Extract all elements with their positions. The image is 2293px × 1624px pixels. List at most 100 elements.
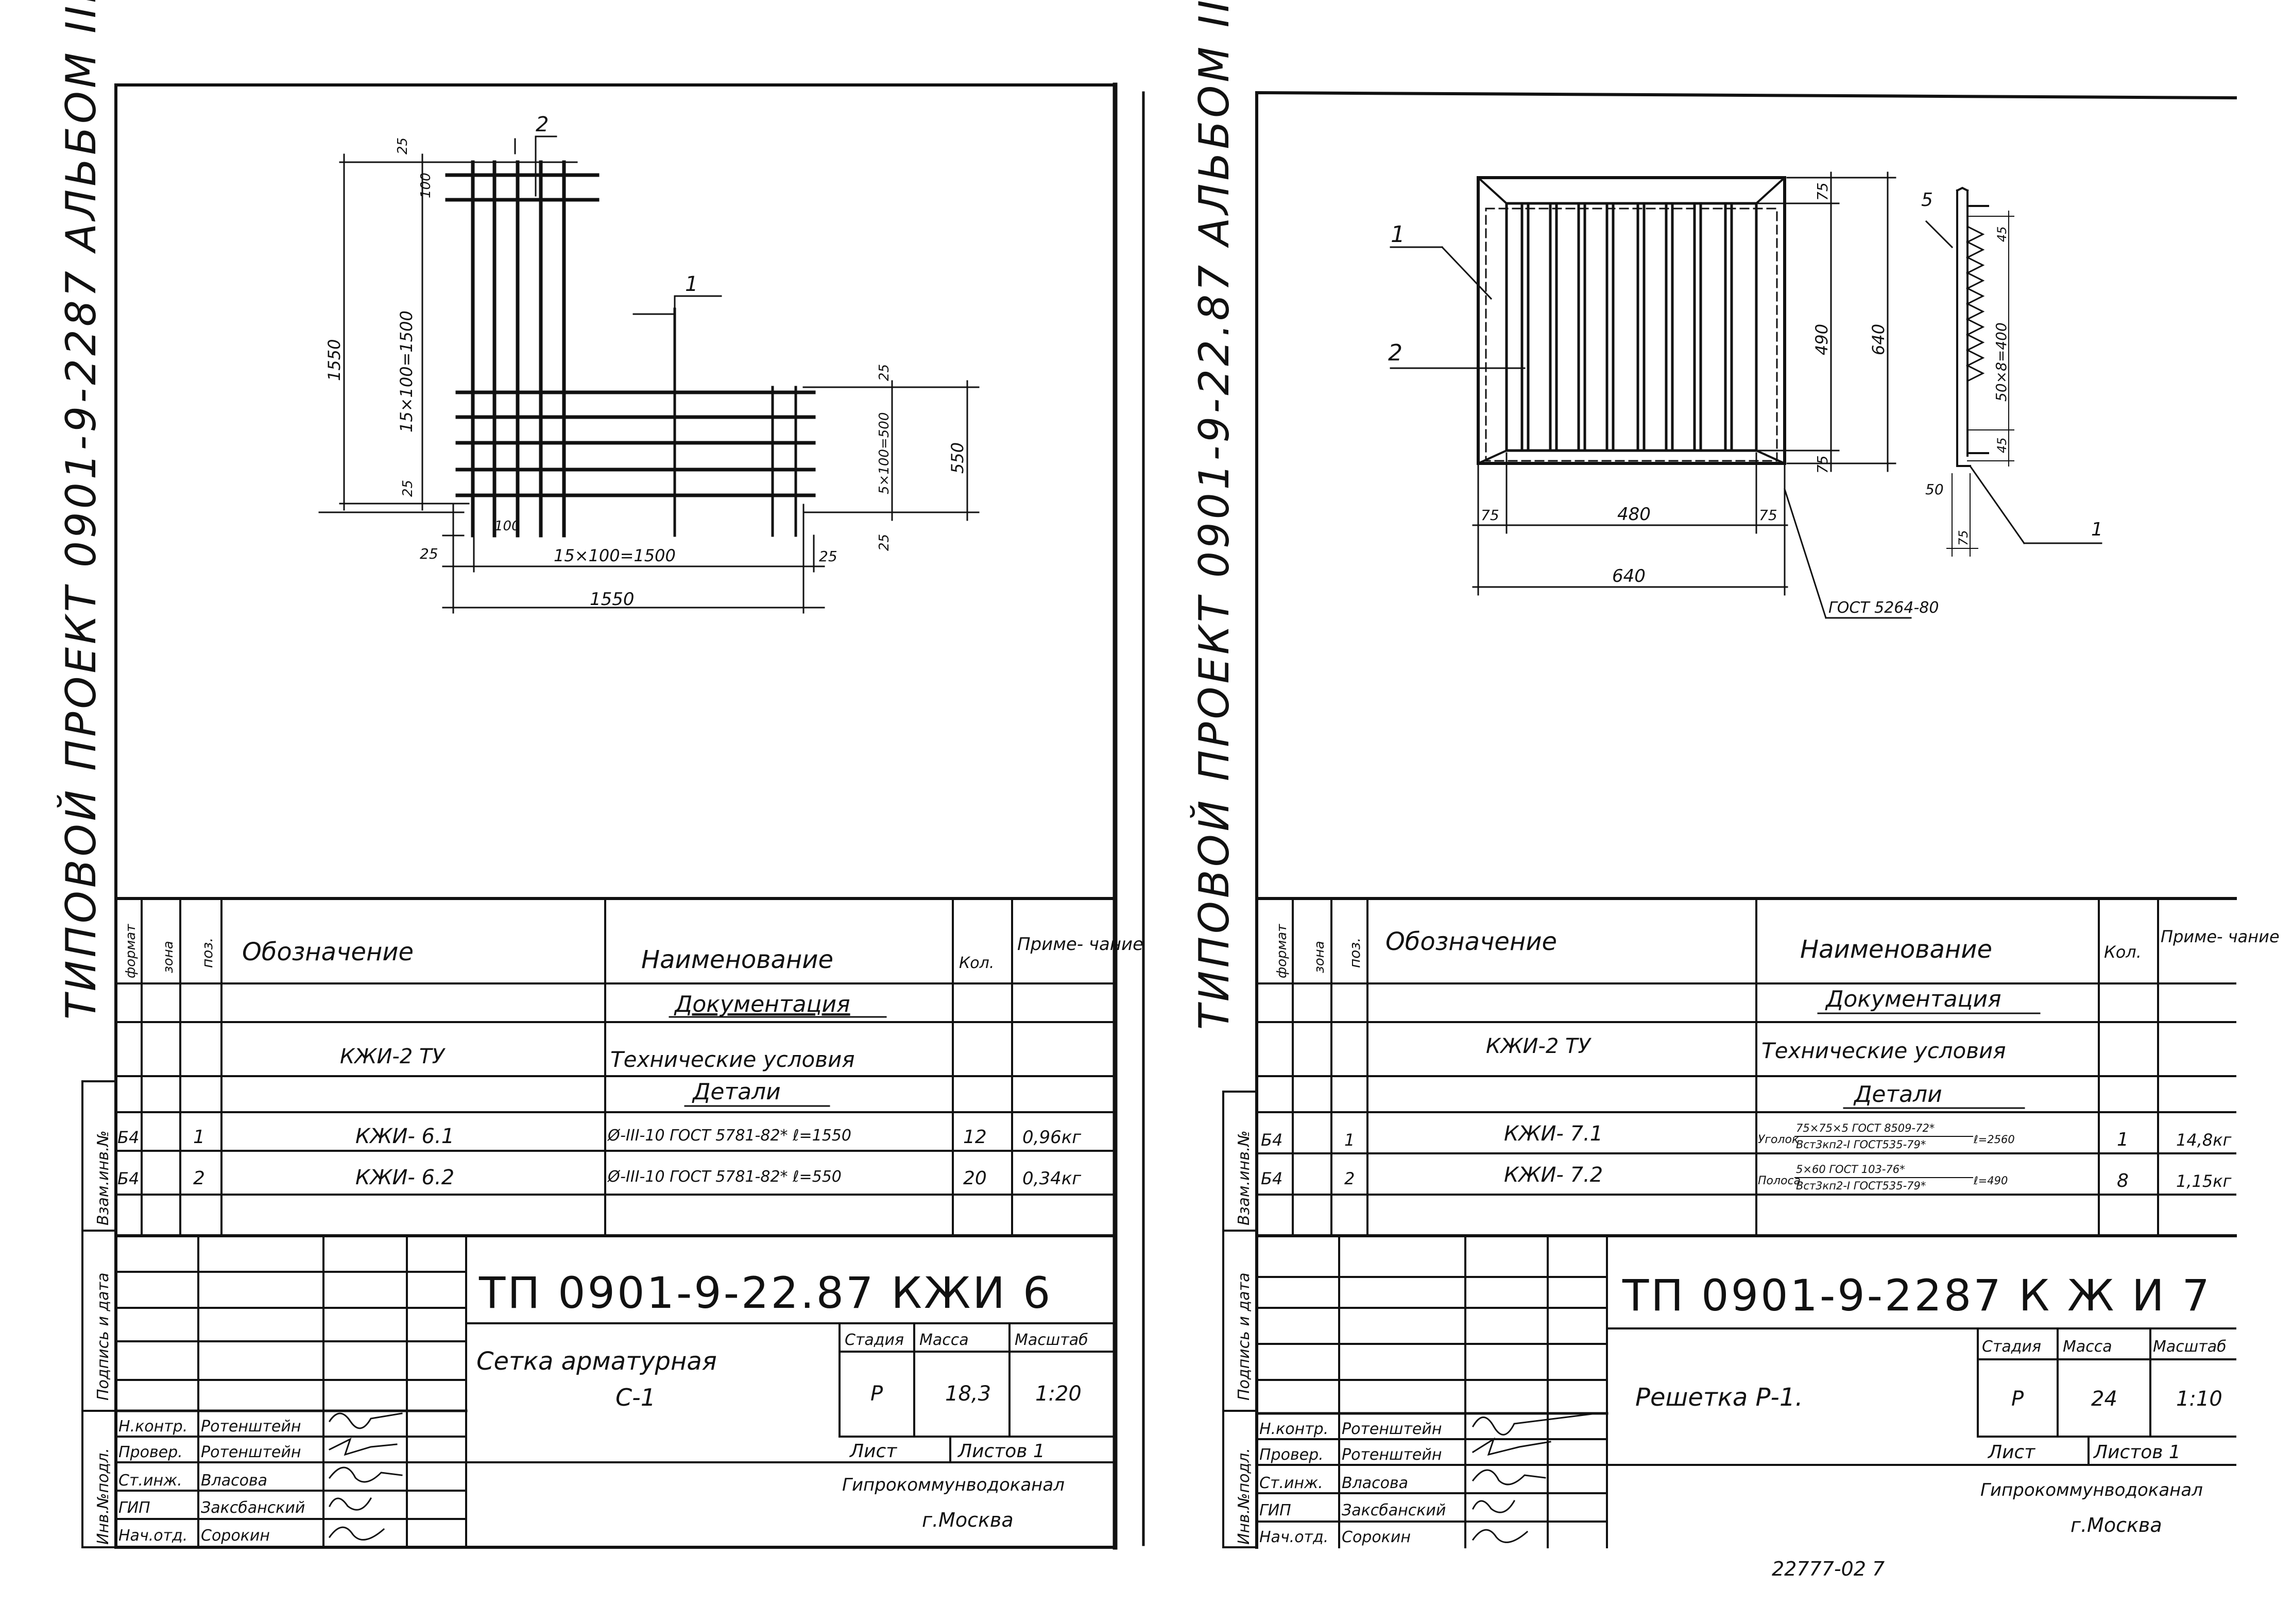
svg-text:ГИП: ГИП xyxy=(118,1499,150,1517)
grate-d75l: 75 xyxy=(1481,507,1499,524)
right-doc-code: ТП 0901-9-2287 К Ж И 7 xyxy=(1622,1270,2212,1321)
left-h-format: формат xyxy=(123,924,139,978)
mesh-d-horiz: 15×100=1500 xyxy=(554,546,676,565)
mesh-pos2: 2 xyxy=(536,113,549,136)
right-sig-1 xyxy=(1471,1412,1598,1436)
left-side-sign: Подпись и дата xyxy=(94,1273,112,1401)
left-h-zone: зона xyxy=(161,941,176,973)
left-side-replace: Взам.инв.№ xyxy=(94,1130,112,1225)
left-h-note: Приме- чание xyxy=(1017,934,1143,955)
grate-d75b: 75 xyxy=(1814,455,1831,474)
left-h-name: Наименование xyxy=(641,945,833,974)
mesh-d100b: 100 xyxy=(494,519,520,534)
mesh-dimensions xyxy=(318,135,980,614)
right-scale-h: Масштаб xyxy=(2153,1338,2227,1356)
mesh-d550: 550 xyxy=(948,442,967,474)
svg-text:Ротенштейн: Ротенштейн xyxy=(201,1443,301,1461)
left-sig-4 xyxy=(328,1497,372,1511)
right-side-replace: Взам.инв.№ xyxy=(1235,1130,1253,1225)
svg-text:ℓ=2560: ℓ=2560 xyxy=(1973,1133,2015,1146)
left-spec-table xyxy=(114,897,1117,1237)
svg-text:5×60 ГОСТ 103-76*: 5×60 ГОСТ 103-76* xyxy=(1796,1163,1905,1176)
grate-d640v: 640 xyxy=(1869,324,1888,355)
section-d50: 50 xyxy=(1925,481,1944,498)
svg-text:Заксбанский: Заксбанский xyxy=(201,1499,305,1517)
right-tu-name: Технические условия xyxy=(1761,1038,2006,1063)
left-org: Гипрокоммунводоканал xyxy=(842,1475,1065,1495)
svg-text:Уголок: Уголок xyxy=(1758,1133,1799,1146)
grate-d490v: 490 xyxy=(1812,324,1832,355)
right-sheets-label: Листов 1 xyxy=(2093,1442,2181,1463)
svg-text:Полоса: Полоса xyxy=(1758,1174,1801,1187)
mesh-top-bars xyxy=(445,173,600,202)
right-org: Гипрокоммунводоканал xyxy=(1980,1480,2203,1500)
svg-text:Ротенштейн: Ротенштейн xyxy=(201,1418,301,1436)
section-d75: 75 xyxy=(1956,530,1971,546)
svg-text:12: 12 xyxy=(963,1127,987,1148)
left-spec-row-1: Б4 1 КЖИ- 6.1 Ø-III-10 ГОСТ 5781-82* ℓ=1… xyxy=(117,1125,1082,1148)
right-footer-code: 22777-02 7 xyxy=(1772,1558,1885,1580)
grate-section xyxy=(1925,186,2102,557)
grate-d640h: 640 xyxy=(1612,566,1646,586)
section-d45t: 45 xyxy=(1995,226,2009,242)
right-stage: Р xyxy=(2011,1387,2024,1411)
svg-text:КЖИ- 6.2: КЖИ- 6.2 xyxy=(355,1166,454,1189)
right-spec-row-2: Б4 2 КЖИ- 7.2 Полоса 5×60 ГОСТ 103-76* В… xyxy=(1261,1163,2232,1192)
mesh-d25b: 25 xyxy=(400,480,416,497)
svg-text:Власова: Власова xyxy=(201,1472,267,1490)
left-sheet-label: Лист xyxy=(849,1441,897,1462)
mesh-d100a: 100 xyxy=(418,172,434,198)
left-stage-h: Стадия xyxy=(845,1331,904,1349)
svg-text:Ø-III-10 ГОСТ 5781-82* ℓ=550: Ø-III-10 ГОСТ 5781-82* ℓ=550 xyxy=(607,1168,842,1186)
right-sig-5 xyxy=(1471,1529,1529,1543)
svg-text:Сорокин: Сорокин xyxy=(1342,1528,1411,1546)
right-h-name: Наименование xyxy=(1800,935,1992,964)
left-sec-doc: Документация xyxy=(674,991,850,1017)
grate-d75r: 75 xyxy=(1759,507,1777,524)
left-sig-5 xyxy=(328,1526,385,1541)
right-h-pos: поз. xyxy=(1346,938,1363,968)
right-spec-table xyxy=(1255,897,2237,1237)
mesh-vertical-bars xyxy=(471,160,566,538)
right-h-designation: Обозначение xyxy=(1385,927,1557,956)
right-stamp xyxy=(1255,1235,2236,1548)
svg-text:1: 1 xyxy=(2117,1129,2129,1150)
svg-text:КЖИ- 7.2: КЖИ- 7.2 xyxy=(1504,1163,1603,1187)
svg-text:Ротенштейн: Ротенштейн xyxy=(1342,1420,1442,1438)
svg-text:2: 2 xyxy=(1344,1169,1355,1188)
left-city: г.Москва xyxy=(922,1509,1014,1531)
mesh-d-vert: 15×100=1500 xyxy=(397,310,416,433)
right-side-inv: Инв.№подл. xyxy=(1235,1448,1253,1545)
left-h-pos: поз. xyxy=(199,938,216,968)
svg-text:Ст.инж.: Ст.инж. xyxy=(118,1472,182,1490)
svg-text:Н.контр.: Н.контр. xyxy=(1259,1420,1328,1438)
right-stage-h: Стадия xyxy=(1982,1338,2041,1356)
right-sec-details: Детали xyxy=(1853,1081,1942,1108)
right-frame xyxy=(1255,91,2237,1549)
mesh-d25c: 25 xyxy=(877,364,892,381)
grate-weld-line xyxy=(1485,208,1778,462)
grate-d75t: 75 xyxy=(1814,182,1831,201)
svg-text:Заксбанский: Заксбанский xyxy=(1342,1501,1446,1519)
section-pos1: 1 xyxy=(2091,519,2103,540)
section-d400: 50×8=400 xyxy=(1993,322,2010,402)
grate-pos2: 2 xyxy=(1388,340,1402,366)
svg-text:75×75×5 ГОСТ 8509-72*: 75×75×5 ГОСТ 8509-72* xyxy=(1796,1122,1935,1134)
right-stamp-title: Решетка Р-1. xyxy=(1635,1383,1803,1412)
left-mesh-drawing: 2 1 25 100 15×100=1500 1550 25 25 5×100=… xyxy=(318,113,980,614)
left-sig-1 xyxy=(328,1412,403,1429)
svg-text:КЖИ- 7.1: КЖИ- 7.1 xyxy=(1504,1122,1603,1146)
left-stage: Р xyxy=(870,1382,883,1406)
mesh-horizontal-bars xyxy=(455,390,816,497)
svg-text:1: 1 xyxy=(193,1127,205,1148)
right-side-title: ТИПОВОЙ ПРОЕКТ 0901-9-22.87 АЛЬБОМ III xyxy=(1190,0,1238,1030)
svg-text:Провер.: Провер. xyxy=(1259,1446,1324,1464)
right-sheet-label: Лист xyxy=(1987,1442,2035,1463)
right-sig-2 xyxy=(1471,1437,1551,1456)
right-mass-h: Масса xyxy=(2063,1338,2112,1356)
mesh-d25e: 25 xyxy=(420,545,438,562)
svg-text:Б4: Б4 xyxy=(117,1169,139,1188)
left-spec-row-2: Б4 2 КЖИ- 6.2 Ø-III-10 ГОСТ 5781-82* ℓ=5… xyxy=(117,1166,1082,1189)
left-side-strip xyxy=(81,1080,117,1548)
svg-text:1,15кг: 1,15кг xyxy=(2176,1171,2232,1191)
